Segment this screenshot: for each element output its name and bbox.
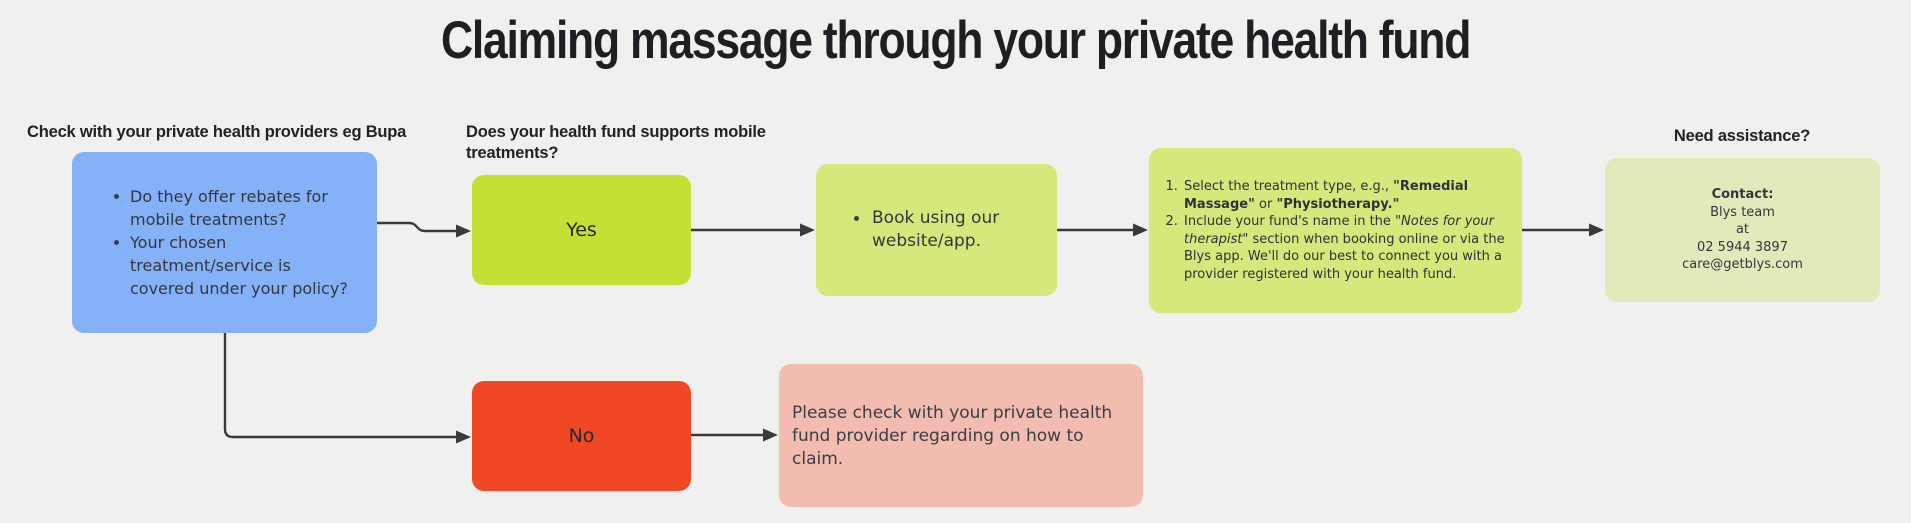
column-header-check-provider: Check with your private health providers… [27, 123, 407, 141]
booking-instructions-numbered-list: Select the treatment type, e.g., "Remedi… [1149, 178, 1522, 283]
list-item: Your chosen treatment/service is covered… [112, 231, 358, 300]
page-title: Claiming massage through your private he… [440, 11, 1471, 70]
page-title-wrap: Claiming massage through your private he… [0, 10, 1911, 71]
connector-steps-to-assist [1522, 223, 1604, 237]
node-booking-instructions: Select the treatment type, e.g., "Remedi… [1149, 148, 1522, 313]
contact-label: Contact: [1711, 187, 1774, 203]
connector-book-to-steps [1057, 223, 1148, 237]
no-label: No [568, 425, 595, 447]
connector-no-to-result [691, 428, 778, 442]
connector-check-to-yes [377, 221, 471, 238]
list-item: Do they offer rebates for mobile treatme… [112, 185, 358, 231]
connector-yes-to-book [691, 223, 815, 237]
list-item: Blys team [1710, 204, 1775, 220]
list-item: Select the treatment type, e.g., "Remedi… [1182, 178, 1514, 213]
yes-label: Yes [566, 219, 597, 241]
list-item: care@getblys.com [1682, 257, 1803, 273]
check-provider-bullet-list: Do they offer rebates for mobile treatme… [72, 185, 377, 300]
node-book-via-website: Book using our website/app. [816, 164, 1057, 296]
column-header-fund-support: Does your health fund supports mobile tr… [466, 123, 766, 163]
list-item: at [1735, 222, 1750, 238]
node-yes: Yes [472, 175, 691, 285]
booking-bullet-list: Book using our website/app. [816, 207, 1057, 253]
column-header-need-assistance: Need assistance? [1673, 127, 1811, 145]
node-check-with-provider-result: Please check with your private health fu… [779, 364, 1143, 507]
list-item: Include your fund's name in the "Notes f… [1182, 213, 1514, 283]
connector-check-to-no [223, 333, 471, 444]
list-item: 02 5944 3897 [1697, 239, 1788, 255]
node-check-provider: Do they offer rebates for mobile treatme… [72, 152, 377, 333]
node-no: No [472, 381, 691, 491]
no-path-message: Please check with your private health fu… [792, 403, 1113, 469]
list-item: Book using our website/app. [852, 207, 1041, 253]
